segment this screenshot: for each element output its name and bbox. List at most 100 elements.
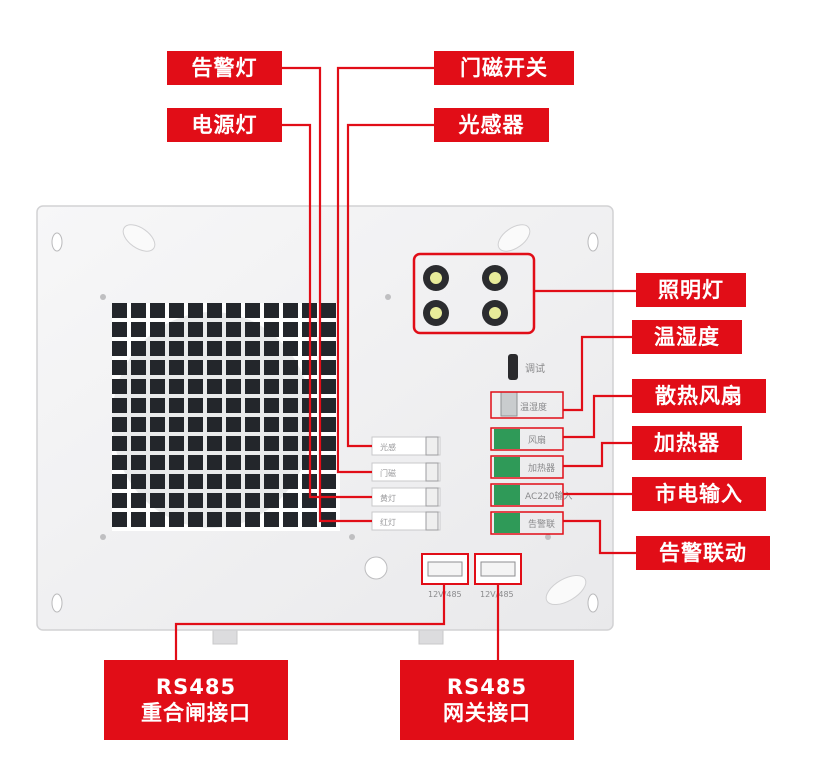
label-door-switch: 门磁开关 [434, 51, 574, 85]
grille-cell [207, 322, 222, 337]
grille-cell [321, 474, 336, 489]
grille-cell [207, 455, 222, 470]
grille-cell [245, 512, 260, 527]
grille-cell [264, 417, 279, 432]
grille-cell [112, 436, 127, 451]
grille-cell [207, 379, 222, 394]
grille-cell [226, 398, 241, 413]
grille-cell [264, 436, 279, 451]
grille-cell [150, 398, 165, 413]
grille-cell [226, 417, 241, 432]
grille-cell [226, 436, 241, 451]
label-cooling-fan: 散热风扇 [632, 379, 766, 413]
grille-cell [321, 436, 336, 451]
label-lighting: 照明灯 [636, 273, 746, 307]
grille-cell [207, 341, 222, 356]
grille-cell [264, 512, 279, 527]
label-rs485-gateway-line1: RS485 [446, 674, 528, 699]
label-rs485-gateway: RS485 网关接口 [400, 660, 574, 740]
fan-grille [112, 303, 340, 531]
port-ac-input-label: AC220输入 [525, 490, 572, 502]
grille-cell [321, 341, 336, 356]
grille-cell [169, 455, 184, 470]
grille-cell [150, 379, 165, 394]
label-alarm-light: 告警灯 [167, 51, 282, 85]
leader-heater [563, 441, 632, 468]
grille-cell [150, 303, 165, 318]
grille-cell [169, 493, 184, 508]
grille-cell [283, 322, 298, 337]
grille-cell [188, 512, 203, 527]
grille-cell [264, 455, 279, 470]
grille-cell [188, 360, 203, 375]
grille-cell [321, 493, 336, 508]
screw-hole [100, 534, 106, 540]
grille-cell [321, 303, 336, 318]
grille-cell [226, 379, 241, 394]
lighting-highlight-box [412, 252, 536, 335]
debug-label: 调试 [525, 362, 545, 375]
grille-cell [283, 474, 298, 489]
grille-cell [245, 341, 260, 356]
grille-cell [226, 512, 241, 527]
leader-door-switch [336, 66, 434, 474]
grille-cell [150, 341, 165, 356]
grille-cell [131, 417, 146, 432]
grille-cell [207, 360, 222, 375]
leader-alarm-light [282, 66, 372, 523]
port-door-label: 门磁 [380, 468, 396, 478]
grille-cell [283, 493, 298, 508]
label-light-sensor: 光感器 [434, 108, 549, 142]
grille-cell [150, 436, 165, 451]
grille-cell [264, 341, 279, 356]
grille-cell [188, 436, 203, 451]
grille-cell [245, 379, 260, 394]
screw-hole [100, 294, 106, 300]
grille-cell [207, 474, 222, 489]
port-heater-label: 加热器 [528, 462, 555, 474]
grille-cell [112, 474, 127, 489]
grille-cell [264, 493, 279, 508]
label-rs485-breaker-line1: RS485 [155, 674, 237, 699]
grille-cell [207, 512, 222, 527]
mount-hole [51, 232, 63, 252]
grille-cell [264, 379, 279, 394]
grille-cell [131, 303, 146, 318]
cable-hole [364, 556, 388, 580]
port-yellow-light-label: 黄灯 [380, 493, 396, 503]
port-fan-label: 风扇 [528, 434, 546, 446]
grille-cell [150, 455, 165, 470]
grille-cell [283, 303, 298, 318]
grille-cell [169, 303, 184, 318]
grille-cell [321, 360, 336, 375]
port-485-gateway-label: 12V/485 [480, 590, 514, 599]
grille-cell [131, 341, 146, 356]
grille-cell [264, 398, 279, 413]
label-rs485-gateway-line2: 网关接口 [443, 701, 531, 725]
grille-cell [245, 360, 260, 375]
grille-cell [112, 322, 127, 337]
grille-cell [226, 493, 241, 508]
grille-cell [264, 360, 279, 375]
grille-cell [112, 455, 127, 470]
debug-port [508, 354, 518, 380]
grille-cell [131, 455, 146, 470]
panel-clip [545, 574, 587, 606]
leader-light-sensor [346, 123, 434, 448]
port-temp-humidity-label: 温湿度 [520, 401, 547, 413]
grille-cell [169, 360, 184, 375]
grille-cell [207, 303, 222, 318]
grille-cell [321, 322, 336, 337]
grille-cell [226, 360, 241, 375]
grille-cell [188, 493, 203, 508]
left-port-group: 光感 门磁 黄灯 红灯 [371, 436, 441, 531]
grille-cell [112, 417, 127, 432]
panel-clip [497, 224, 531, 252]
grille-cell [283, 360, 298, 375]
grille-cell [188, 398, 203, 413]
grille-cell [207, 493, 222, 508]
grille-cell [245, 455, 260, 470]
grille-cell [283, 398, 298, 413]
leader-lines [174, 66, 636, 660]
grille-cell [188, 341, 203, 356]
